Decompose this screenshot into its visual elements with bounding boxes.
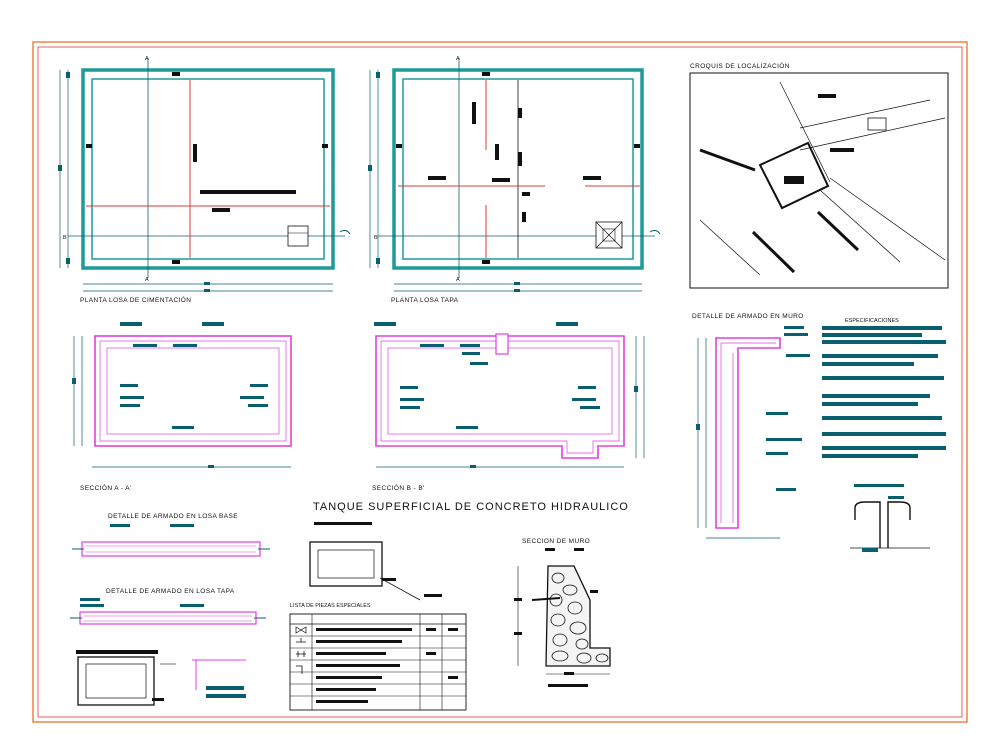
section-b: SECCIÓN B - B' (372, 322, 645, 492)
location-sketch-title: CROQUIS DE LOCALIZACIÓN (690, 61, 790, 70)
specifications: ESPECIFICACIONES (822, 318, 946, 458)
wall-section-title: SECCION DE MURO (522, 538, 590, 545)
base-slab-detail: DETALLE DE ARMADO EN LOSA BASE (72, 513, 270, 557)
manhole-detail (76, 650, 246, 706)
cut-b-left-cover: B (374, 235, 378, 241)
elbow-fitting-icon (296, 665, 303, 674)
cut-a-top: A (145, 56, 149, 62)
cut-a-bottom: A (145, 277, 149, 283)
location-sketch: CROQUIS DE LOCALIZACIÓN (689, 61, 949, 289)
cut-a-bottom-cover: A (456, 277, 460, 283)
flange-detail (850, 484, 930, 552)
wall-section: SECCION DE MURO (514, 538, 611, 687)
parts-list-table: LISTA DE PIEZAS ESPECIALES (289, 603, 467, 711)
cover-slab-plan: A A B PLANTA LOSA TAPA (368, 56, 661, 304)
gate-valve-icon (295, 626, 307, 634)
flange-icon (296, 651, 306, 657)
section-a: SECCIÓN A - A' (72, 322, 292, 492)
drawing-title: TANQUE SUPERFICIAL DE CONCRETO HIDRAULIC… (313, 501, 629, 513)
sheet-frame (32, 41, 968, 723)
base-slab-title: DETALLE DE ARMADO EN LOSA BASE (108, 513, 238, 520)
cut-b-left: B (63, 235, 67, 241)
valve-chamber (309, 522, 442, 601)
cover-slab-detail: DETALLE DE ARMADO EN LOSA TAPA (70, 588, 266, 625)
foundation-slab-plan: A A B PLANTA LOSA DE CIMENTACIÓN (58, 56, 351, 304)
cut-a-top-cover: A (456, 56, 460, 62)
cover-slab-title: DETALLE DE ARMADO EN LOSA TAPA (106, 588, 235, 595)
tee-fitting-icon (296, 638, 306, 643)
section-b-label: SECCIÓN B - B' (372, 483, 425, 492)
foundation-plan-label: PLANTA LOSA DE CIMENTACIÓN (80, 295, 191, 304)
parts-list-title: LISTA DE PIEZAS ESPECIALES (290, 603, 371, 609)
wall-rebar-detail: DETALLE DE ARMADO EN MURO (692, 313, 810, 539)
cover-plan-label: PLANTA LOSA TAPA (391, 297, 459, 304)
specs-title: ESPECIFICACIONES (845, 318, 899, 324)
section-a-label: SECCIÓN A - A' (80, 483, 132, 492)
wall-rebar-title: DETALLE DE ARMADO EN MURO (692, 313, 804, 320)
